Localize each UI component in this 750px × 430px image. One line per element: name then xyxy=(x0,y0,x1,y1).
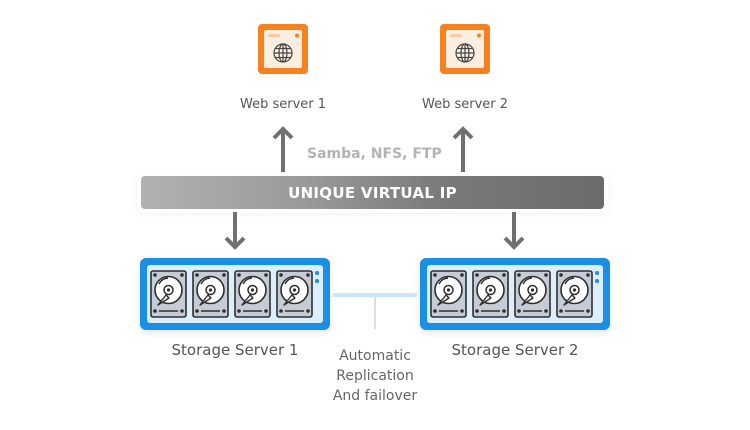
replication-link-stem xyxy=(374,297,376,329)
arrow-down-icon xyxy=(502,212,526,250)
web-server-2-label: Web server 2 xyxy=(421,97,509,112)
storage-server-2 xyxy=(420,258,610,330)
hard-disk-icon xyxy=(150,270,187,318)
protocols-label: Samba, NFS, FTP xyxy=(307,146,442,162)
storage-server-1-panel xyxy=(147,265,323,323)
hard-disk-icon xyxy=(556,270,593,318)
storage-server-2-label: Storage Server 2 xyxy=(451,341,579,359)
status-led-icon xyxy=(595,279,599,283)
replication-link-line xyxy=(333,293,417,297)
replication-label-line: Automatic xyxy=(339,348,411,364)
web-server-1: Web server 1 xyxy=(213,20,353,120)
web-server-1-label: Web server 1 xyxy=(239,97,327,112)
arrow-up-icon xyxy=(451,126,475,172)
hard-disk-icon xyxy=(192,270,229,318)
storage-server-2-panel xyxy=(427,265,603,323)
browser-globe-icon xyxy=(254,20,312,78)
web-server-2: Web server 2 xyxy=(395,20,535,120)
browser-globe-icon xyxy=(436,20,494,78)
replication-label-line: And failover xyxy=(332,388,418,404)
hard-disk-icon xyxy=(276,270,313,318)
arrow-up-icon xyxy=(271,126,295,172)
replication-label-line: Replication xyxy=(336,368,414,384)
virtual-ip-label: UNIQUE VIRTUAL IP xyxy=(288,183,457,202)
storage-server-1 xyxy=(140,258,330,330)
hard-disk-icon xyxy=(514,270,551,318)
hard-disk-icon xyxy=(430,270,467,318)
replication-label: Automatic Replication And failover xyxy=(310,346,440,406)
status-led-icon xyxy=(315,279,319,283)
virtual-ip-bar: UNIQUE VIRTUAL IP xyxy=(141,176,604,209)
hard-disk-icon xyxy=(234,270,271,318)
status-led-icon xyxy=(315,271,319,275)
status-led-icon xyxy=(595,271,599,275)
storage-server-1-label: Storage Server 1 xyxy=(171,341,299,359)
arrow-down-icon xyxy=(223,212,247,250)
hard-disk-icon xyxy=(472,270,509,318)
